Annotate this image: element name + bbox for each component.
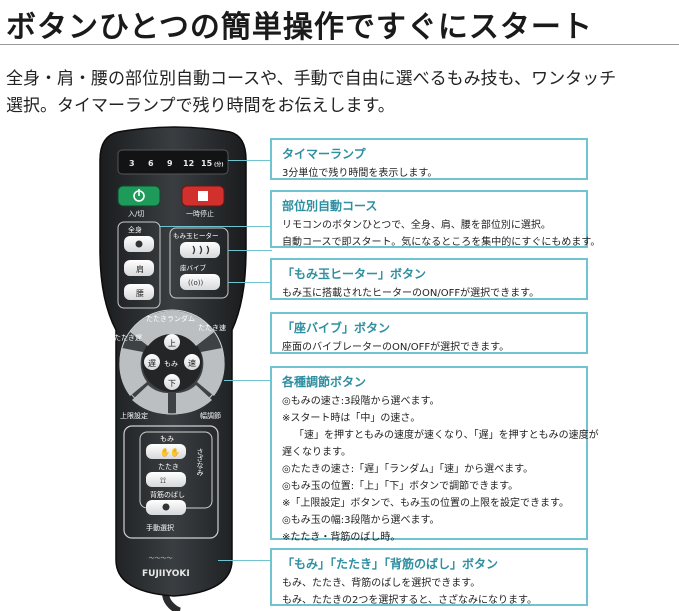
power-label: 入/切	[128, 210, 144, 218]
callout-leader	[228, 160, 272, 161]
stretch-icon	[162, 503, 170, 511]
callout-line: 座面のバイブレーターのON/OFFが選択できます。	[282, 342, 510, 353]
callout-line: もみ、たたき、背筋のばしを選択できます。	[282, 578, 481, 589]
callout-leader	[218, 560, 272, 561]
callout-title: タイマーランプ	[282, 147, 366, 161]
timer-number: 6	[148, 159, 154, 168]
heater-label: もみ玉ヒーター	[173, 231, 219, 240]
callout-title: 「座バイブ」ボタン	[282, 321, 391, 335]
momi-button[interactable]	[146, 444, 186, 459]
timer-lamp-panel	[117, 149, 229, 175]
callout-title: 部位別自動コース	[282, 199, 378, 213]
timer-number: 9	[167, 159, 173, 168]
callout-line: ※スタート時は「中」の速さ。	[282, 413, 421, 424]
body-label-full: 全身	[128, 225, 142, 234]
ring-top-label: たたきランダム	[146, 314, 195, 323]
dpad-up-label: 上	[168, 339, 176, 348]
fast-button[interactable]	[184, 354, 200, 370]
ring-right-label: たたき速	[198, 324, 226, 332]
hands-icon: ✋✋	[160, 447, 180, 457]
callout-line: ※たたき・背筋のばし時。	[282, 532, 401, 543]
callout-line: ◎たたきの速さ:「遅」「ランダム」「速」から選べます。	[282, 464, 534, 475]
manual-label-stretch: 背筋のばし	[150, 490, 185, 499]
callout-line: 自動コースで即スタート。気になるところを集中的にすぐにもめます。	[282, 237, 601, 248]
ring-bottom-left-label: 上限設定	[120, 411, 148, 420]
dpad-right-label: 速	[188, 359, 196, 368]
callout-line: ◎もみ玉の幅:3段階から選べます。	[282, 515, 440, 526]
callout-adjust-buttons: 各種調節ボタン ◎もみの速さ:3段階から選べます。 ※スタート時は「中」の速さ。…	[270, 366, 599, 543]
manual-label-momi: もみ	[160, 435, 174, 443]
slow-button[interactable]	[144, 354, 160, 370]
brand-logo: FUJIIYOKI	[142, 569, 190, 579]
timer-numbers: 3 6 9 12 15 (分)	[129, 159, 224, 168]
shoulder-button[interactable]	[124, 260, 154, 276]
callout-line: もみ、たたきの2つを選択すると、さざなみになります。	[282, 595, 537, 606]
vibe-label: 座バイブ	[180, 263, 207, 272]
tap-random-button[interactable]	[130, 310, 214, 346]
body-label-waist: 腰	[136, 289, 144, 298]
timer-number: 12	[183, 159, 194, 168]
timer-unit: (分)	[214, 161, 224, 168]
manual-label-tataki: たたき	[158, 463, 179, 471]
manual-select-frame	[123, 425, 219, 539]
callout-line: 3分単位で残り時間を表示します。	[282, 168, 438, 179]
tataki-button[interactable]	[146, 472, 186, 487]
down-button[interactable]	[164, 374, 180, 390]
callout-line: ◎もみ玉の位置:「上」「下」ボタンで調節できます。	[282, 481, 519, 492]
stop-icon	[198, 191, 208, 201]
dpad-base	[142, 332, 202, 392]
width-adjust-button[interactable]	[176, 385, 212, 415]
person-icon	[135, 240, 143, 248]
heater-button[interactable]	[180, 242, 220, 258]
brand-logo-script: 〜〜〜〜	[148, 555, 173, 562]
dpad-left-label: 遅	[148, 359, 156, 368]
up-button[interactable]	[164, 334, 180, 350]
callout-line: リモコンのボタンひとつで、全身、肩、腰を部位別に選択。	[282, 220, 551, 231]
callout-leader	[224, 380, 272, 381]
vibe-button[interactable]	[180, 274, 220, 290]
callout-title: 各種調節ボタン	[282, 375, 367, 389]
heat-icon	[192, 245, 210, 255]
body-label-shoulder: 肩	[136, 264, 144, 274]
dpad-center-label: もみ	[164, 360, 178, 368]
heater-vibe-frame	[169, 227, 229, 299]
callout-vibe: 「座バイブ」ボタン 座面のバイブレーターのON/OFFが選択できます。	[270, 312, 588, 354]
callout-line: 遅くなります。	[282, 447, 351, 458]
callout-line: ◎もみの速さ:3段階から選べます。	[282, 396, 440, 407]
intro-line-2: 選択。タイマーランプで残り時間をお伝えします。	[6, 96, 395, 116]
tap-fast-button[interactable]	[197, 348, 225, 396]
callout-title: 「もみ玉ヒーター」ボタン	[282, 267, 427, 281]
ring-left-label: たたき遅	[114, 334, 142, 342]
stop-label: 一時停止	[186, 209, 214, 218]
tap-slow-button[interactable]	[119, 348, 147, 396]
ring-bottom-right-label: 幅調節	[200, 411, 221, 420]
waist-button[interactable]	[124, 284, 154, 300]
headline-divider	[0, 44, 679, 45]
tap-icon: ⟟⟟	[160, 476, 166, 485]
callout-line: ※「上限設定」ボタンで、もみ玉の位置の上限を設定できます。	[282, 498, 569, 509]
callout-title: 「もみ」「たたき」「背筋のばし」ボタン	[282, 557, 499, 571]
intro-line-1: 全身・肩・腰の部位別自動コースや、手動で自由に選べるもみ技も、ワンタッチ	[6, 69, 617, 89]
timer-number: 3	[129, 159, 135, 168]
body-course-frame	[117, 221, 161, 309]
timer-number: 15	[201, 159, 213, 168]
vibration-icon: ((o))	[188, 279, 203, 287]
manual-side-label: さざなみ	[196, 448, 204, 476]
callout-line: もみ玉に搭載されたヒーターのON/OFFが選択できます。	[282, 288, 540, 299]
callout-manual-buttons: 「もみ」「たたき」「背筋のばし」ボタン もみ、たたき、背筋のばしを選択できます。…	[270, 548, 588, 606]
callout-leader	[160, 226, 272, 227]
manual-select-label: 手動選択	[146, 523, 174, 532]
callout-leader	[228, 250, 272, 251]
upper-limit-button[interactable]	[132, 385, 168, 415]
page-headline: ボタンひとつの簡単操作ですぐにスタート	[6, 10, 593, 45]
callout-line: 「速」を押すともみの速度が速くなり、「遅」を押すともみの速度が	[294, 430, 599, 441]
callout-body-course: 部位別自動コース リモコンのボタンひとつで、全身、肩、腰を部位別に選択。 自動コ…	[270, 190, 601, 248]
dpad-down-label: 下	[168, 379, 176, 388]
callout-heater: 「もみ玉ヒーター」ボタン もみ玉に搭載されたヒーターのON/OFFが選択できます…	[270, 258, 588, 300]
callout-timer-lamp: タイマーランプ 3分単位で残り時間を表示します。	[270, 138, 588, 180]
callout-leader	[228, 282, 272, 283]
